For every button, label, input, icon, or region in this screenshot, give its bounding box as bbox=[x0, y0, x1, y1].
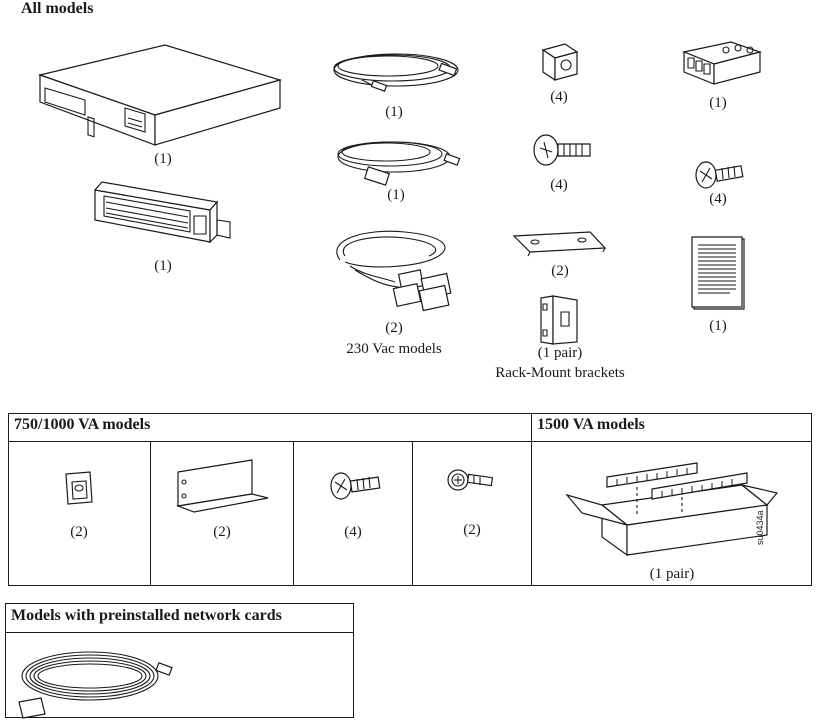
rail-kit-box-icon bbox=[562, 455, 777, 560]
document-icon bbox=[690, 235, 746, 311]
screw-icon bbox=[325, 466, 385, 506]
power-cord-note: 230 Vac models bbox=[346, 341, 442, 357]
clip-icon bbox=[60, 468, 100, 508]
cage-nut-qty: (4) bbox=[550, 89, 568, 105]
cell-divider bbox=[293, 441, 294, 586]
section-divider bbox=[531, 413, 532, 586]
ups-unit-icon bbox=[30, 40, 290, 150]
front-bezel-icon bbox=[90, 180, 235, 250]
stabilizer-qty: (2) bbox=[551, 263, 569, 279]
document-qty: (1) bbox=[709, 318, 727, 334]
network-heading: Models with preinstalled network cards bbox=[11, 607, 282, 624]
screw-icon bbox=[444, 462, 499, 502]
rail-bracket-qty: (2) bbox=[213, 524, 231, 540]
figure-code: su0434a bbox=[755, 510, 765, 545]
va-1500-heading: 1500 VA models bbox=[537, 416, 645, 433]
bezel-qty: (1) bbox=[154, 258, 172, 274]
usb-cable-icon bbox=[322, 40, 467, 100]
power-cord-qty: (2) bbox=[385, 320, 403, 336]
usb-cable-qty: (1) bbox=[385, 104, 403, 120]
screw-qty: (4) bbox=[344, 524, 362, 540]
screw-icon bbox=[690, 155, 750, 195]
stabilizer-bracket-icon bbox=[510, 222, 610, 257]
cell-divider bbox=[150, 441, 151, 586]
va-750-1000-heading: 750/1000 VA models bbox=[14, 416, 151, 433]
network-header-divider bbox=[5, 632, 354, 633]
mounting-screw-qty: (4) bbox=[550, 177, 568, 193]
rail-icon bbox=[172, 458, 272, 516]
power-cord-icon bbox=[325, 220, 470, 315]
cell-divider bbox=[412, 441, 413, 586]
serial-cable-qty: (1) bbox=[387, 187, 405, 203]
terminal-block-icon bbox=[676, 38, 766, 90]
star-screw-qty: (2) bbox=[463, 522, 481, 538]
ups-qty: (1) bbox=[154, 151, 172, 167]
table-header-divider bbox=[8, 441, 812, 442]
rails-qty: (1 pair) bbox=[649, 566, 695, 582]
clip-qty: (2) bbox=[70, 524, 88, 540]
rack-bracket-icon bbox=[533, 292, 583, 347]
bracket-note: Rack-Mount brackets bbox=[495, 365, 625, 381]
flat-screw-qty: (4) bbox=[709, 191, 727, 207]
screw-icon bbox=[530, 128, 595, 173]
all-models-heading: All models bbox=[21, 0, 94, 17]
cage-nut-icon bbox=[535, 40, 585, 88]
bracket-qty: (1 pair) bbox=[537, 345, 583, 361]
terminal-block-qty: (1) bbox=[709, 95, 727, 111]
network-table bbox=[5, 603, 354, 718]
serial-cable-icon bbox=[330, 132, 465, 192]
models-table bbox=[8, 413, 812, 586]
network-cable-icon bbox=[15, 638, 185, 720]
